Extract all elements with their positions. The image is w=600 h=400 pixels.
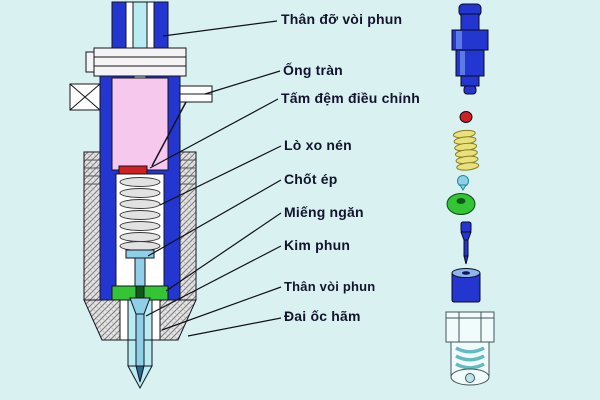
- left-bracket: [69, 83, 101, 111]
- label-than-voi-phun: Thân vòi phun: [284, 279, 376, 294]
- label-ong-tran: Ống tràn: [283, 62, 343, 78]
- label-than-do-voi-phun: Thân đỡ vòi phun: [281, 11, 403, 27]
- label-mieng-ngan: Miếng ngăn: [284, 204, 364, 220]
- label-lo-xo-nen: Lò xo nén: [284, 137, 352, 153]
- spacer-section: [111, 285, 169, 301]
- leader-mieng-ngan: [165, 212, 282, 292]
- part-pressure-pin: [457, 175, 469, 191]
- leader-than-voi-phun: [161, 286, 282, 331]
- part-retaining-nut: [445, 311, 495, 386]
- overflow-pipe-section: [151, 85, 213, 167]
- compression-spring-section: [115, 173, 165, 287]
- nozzle-tip-section: [119, 297, 161, 390]
- hex-flange-section: [85, 47, 187, 77]
- part-holder-body: [451, 3, 489, 95]
- leader-lo-xo-nen: [159, 145, 282, 206]
- part-needle: [460, 221, 472, 265]
- leader-chot-ep: [147, 179, 282, 257]
- exploded-parts-column: [445, 3, 495, 386]
- cross-section-view: [69, 1, 213, 390]
- adjusting-shim-section: [118, 165, 148, 175]
- label-kim-phun: Kim phun: [284, 237, 351, 253]
- leader-tam-dem: [149, 98, 279, 169]
- leader-lines: [145, 20, 282, 337]
- label-tam-dem-dieu-chinh: Tấm đệm điều chỉnh: [281, 90, 420, 106]
- leader-than-do-voi-phun: [162, 20, 278, 37]
- label-dai-oc-ham: Đai ốc hãm: [284, 308, 361, 324]
- leader-kim-phun: [145, 245, 282, 317]
- label-chot-ep: Chốt ép: [284, 171, 338, 187]
- leader-ong-tran: [204, 70, 281, 95]
- part-nozzle-body: [451, 268, 481, 303]
- part-compression-spring: [452, 129, 480, 171]
- upper-chamber-section: [111, 77, 169, 171]
- part-adjusting-shim: [459, 111, 473, 123]
- part-spacer: [446, 193, 476, 215]
- top-stem-section: [111, 1, 169, 49]
- leader-dai-oc-ham: [187, 317, 282, 337]
